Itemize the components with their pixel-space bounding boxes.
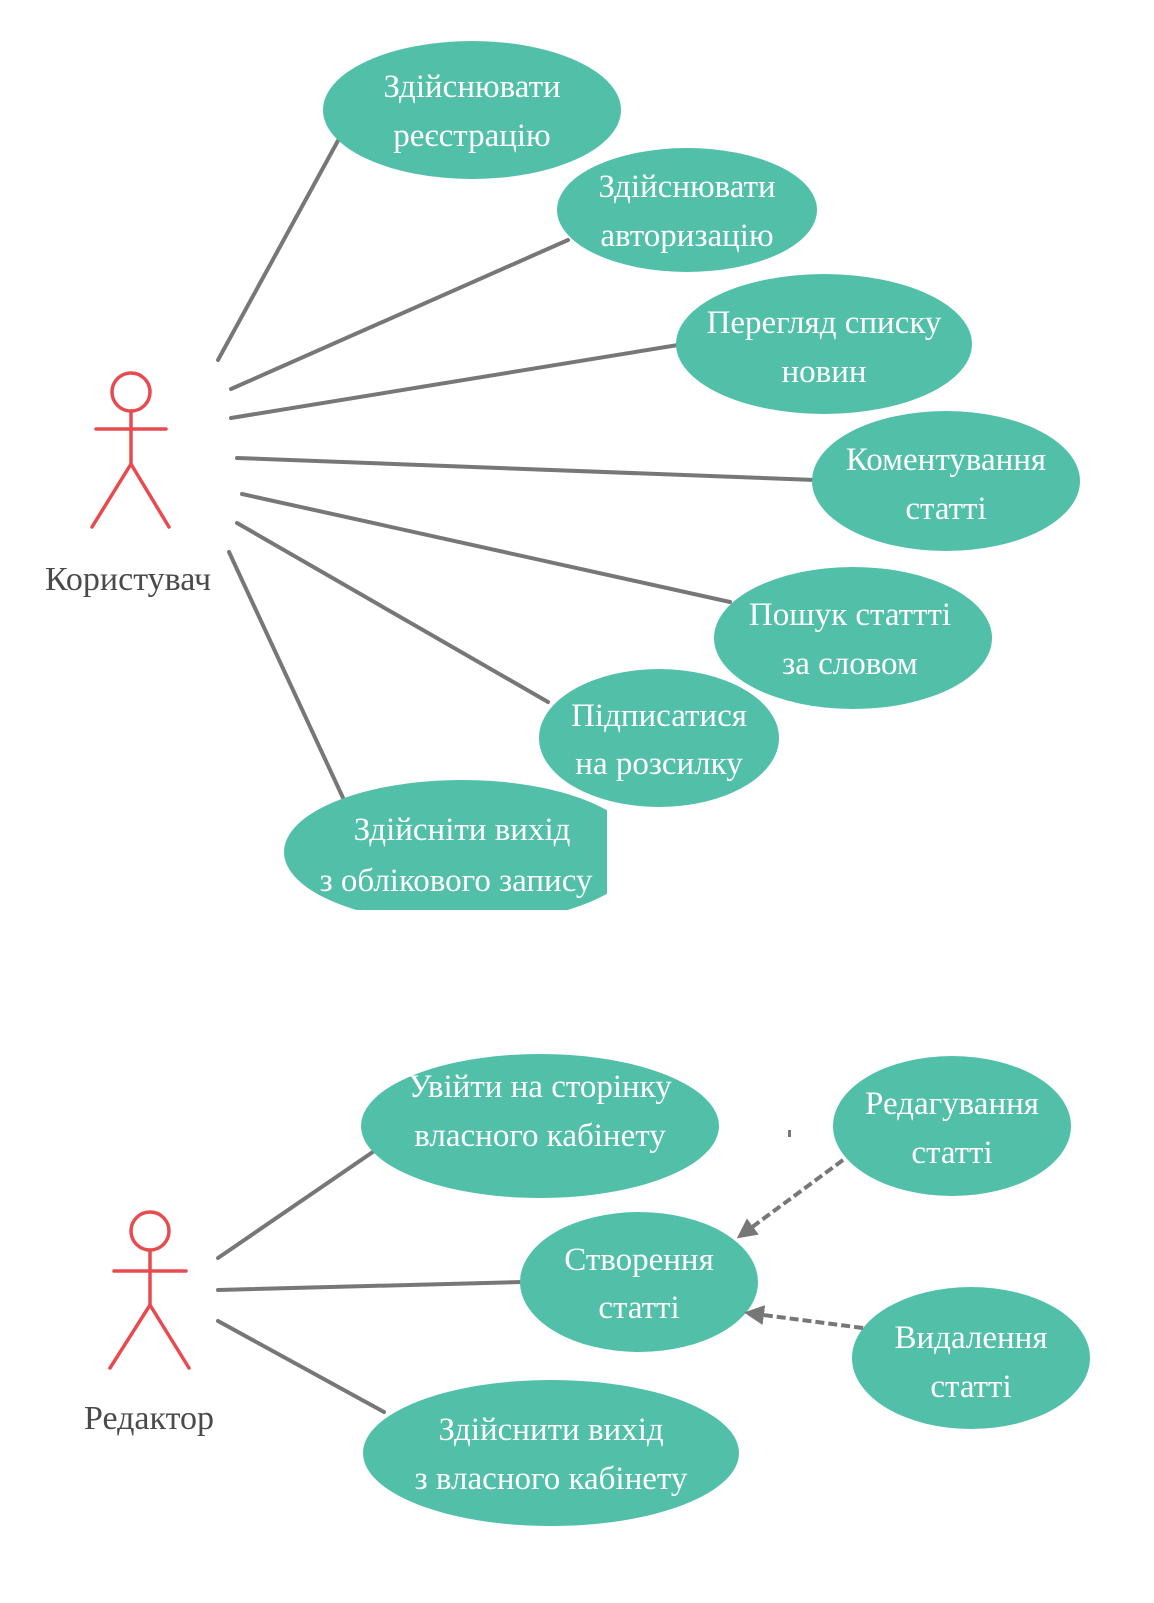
use-case-enter-cabinet[interactable]: Увійти на сторінку власного кабінету — [361, 1054, 719, 1198]
assoc-search — [240, 492, 732, 604]
actor-label: Редактор — [84, 1400, 214, 1437]
use-case-label: статті — [911, 1135, 992, 1171]
use-case-label: Здійсніти вихід — [354, 812, 571, 848]
actor-editor: Редактор — [84, 1210, 214, 1437]
use-case-label: авторизацію — [600, 218, 773, 254]
use-case-label: на розсилку — [575, 746, 743, 782]
use-case-label: Пошук статтті — [749, 597, 951, 633]
stick-figure-icon — [90, 371, 171, 529]
use-case-search[interactable]: Пошук статтті за словом — [714, 567, 992, 709]
dependency-arrow-delete-to-create — [744, 1305, 864, 1330]
actor-label: Користувач — [45, 561, 211, 598]
assoc-authorization — [229, 238, 570, 391]
use-case-edit-article[interactable]: Редагування статті — [833, 1056, 1071, 1196]
use-case-logout-cabinet[interactable]: Здійснити вихід з власного кабінету — [363, 1380, 739, 1526]
assoc-logout-account — [227, 550, 346, 802]
user-associations — [216, 135, 817, 802]
use-case-label: Увійти на сторінку — [408, 1069, 672, 1105]
use-case-label: статті — [905, 491, 986, 527]
use-case-label: за словом — [782, 646, 918, 682]
use-case-label: новин — [781, 354, 866, 390]
assoc-registration — [216, 135, 342, 362]
use-case-label: Створення — [564, 1242, 714, 1278]
use-case-label: власного кабінету — [414, 1118, 666, 1154]
use-case-label: Здійснювати — [598, 169, 775, 205]
use-case-label: статті — [598, 1290, 679, 1326]
use-case-label: Здійснювати — [383, 69, 560, 105]
use-case-authorization[interactable]: Здійснювати авторизацію — [557, 148, 817, 272]
stick-figure-icon — [108, 1210, 191, 1370]
actor-user: Користувач — [45, 371, 211, 598]
assoc-enter-cabinet — [216, 1143, 385, 1260]
use-case-label: з власного кабінету — [415, 1461, 688, 1497]
use-case-label: Здійснити вихід — [438, 1412, 664, 1448]
use-case-label: Перегляд списку — [707, 305, 942, 341]
assoc-comment — [235, 456, 817, 482]
use-case-registration[interactable]: Здійснювати реєстрацію — [323, 41, 621, 179]
use-case-label: з облікового запису — [320, 863, 593, 899]
use-case-label: Редагування — [865, 1086, 1039, 1122]
use-case-label: Видалення — [894, 1320, 1047, 1356]
use-case-view-news[interactable]: Перегляд списку новин — [676, 274, 972, 414]
use-case-label: реєстрацію — [393, 118, 550, 154]
use-case-create-article[interactable]: Створення статті — [520, 1212, 758, 1352]
use-case-comment[interactable]: Коментування статті — [812, 411, 1080, 551]
use-case-label: Підписатися — [571, 698, 747, 734]
assoc-subscribe — [235, 521, 550, 704]
use-case-delete-article[interactable]: Видалення статті — [852, 1287, 1090, 1429]
editor-associations — [216, 1143, 524, 1414]
use-case-label: статті — [930, 1369, 1011, 1405]
stray-mark — [788, 1130, 791, 1137]
use-case-label: Коментування — [846, 442, 1046, 478]
use-case-logout-account[interactable]: Здійсніти вихід з облікового запису — [284, 780, 640, 924]
use-case-subscribe[interactable]: Підписатися на розсилку — [539, 669, 779, 807]
assoc-create-article — [216, 1280, 524, 1292]
assoc-view-news — [229, 343, 680, 420]
assoc-logout-cabinet — [216, 1319, 386, 1414]
dependency-arrow-edit-to-create — [736, 1158, 845, 1239]
